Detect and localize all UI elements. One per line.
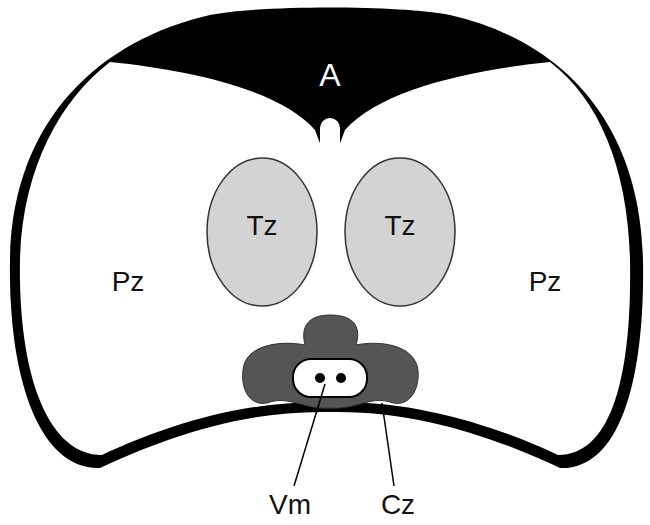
outer-capsule <box>10 8 643 469</box>
transition-zone <box>345 158 455 306</box>
verumontanum <box>293 359 367 397</box>
zone-label: Pz <box>112 268 145 296</box>
zone-label: Tz <box>246 212 277 240</box>
urethra <box>320 118 340 333</box>
peripheral-zone <box>20 62 630 455</box>
central-zone <box>243 315 419 408</box>
transition-zone <box>207 158 317 306</box>
zone-label: A <box>319 59 340 91</box>
zone-label: Tz <box>384 212 415 240</box>
zone-label: Vm <box>269 491 311 519</box>
zone-label: Pz <box>529 268 562 296</box>
zone-label: Cz <box>381 491 415 519</box>
ejaculatory-duct <box>336 373 346 383</box>
leader-line <box>294 384 325 486</box>
ejaculatory-duct <box>315 373 325 383</box>
leader-line <box>382 403 394 486</box>
